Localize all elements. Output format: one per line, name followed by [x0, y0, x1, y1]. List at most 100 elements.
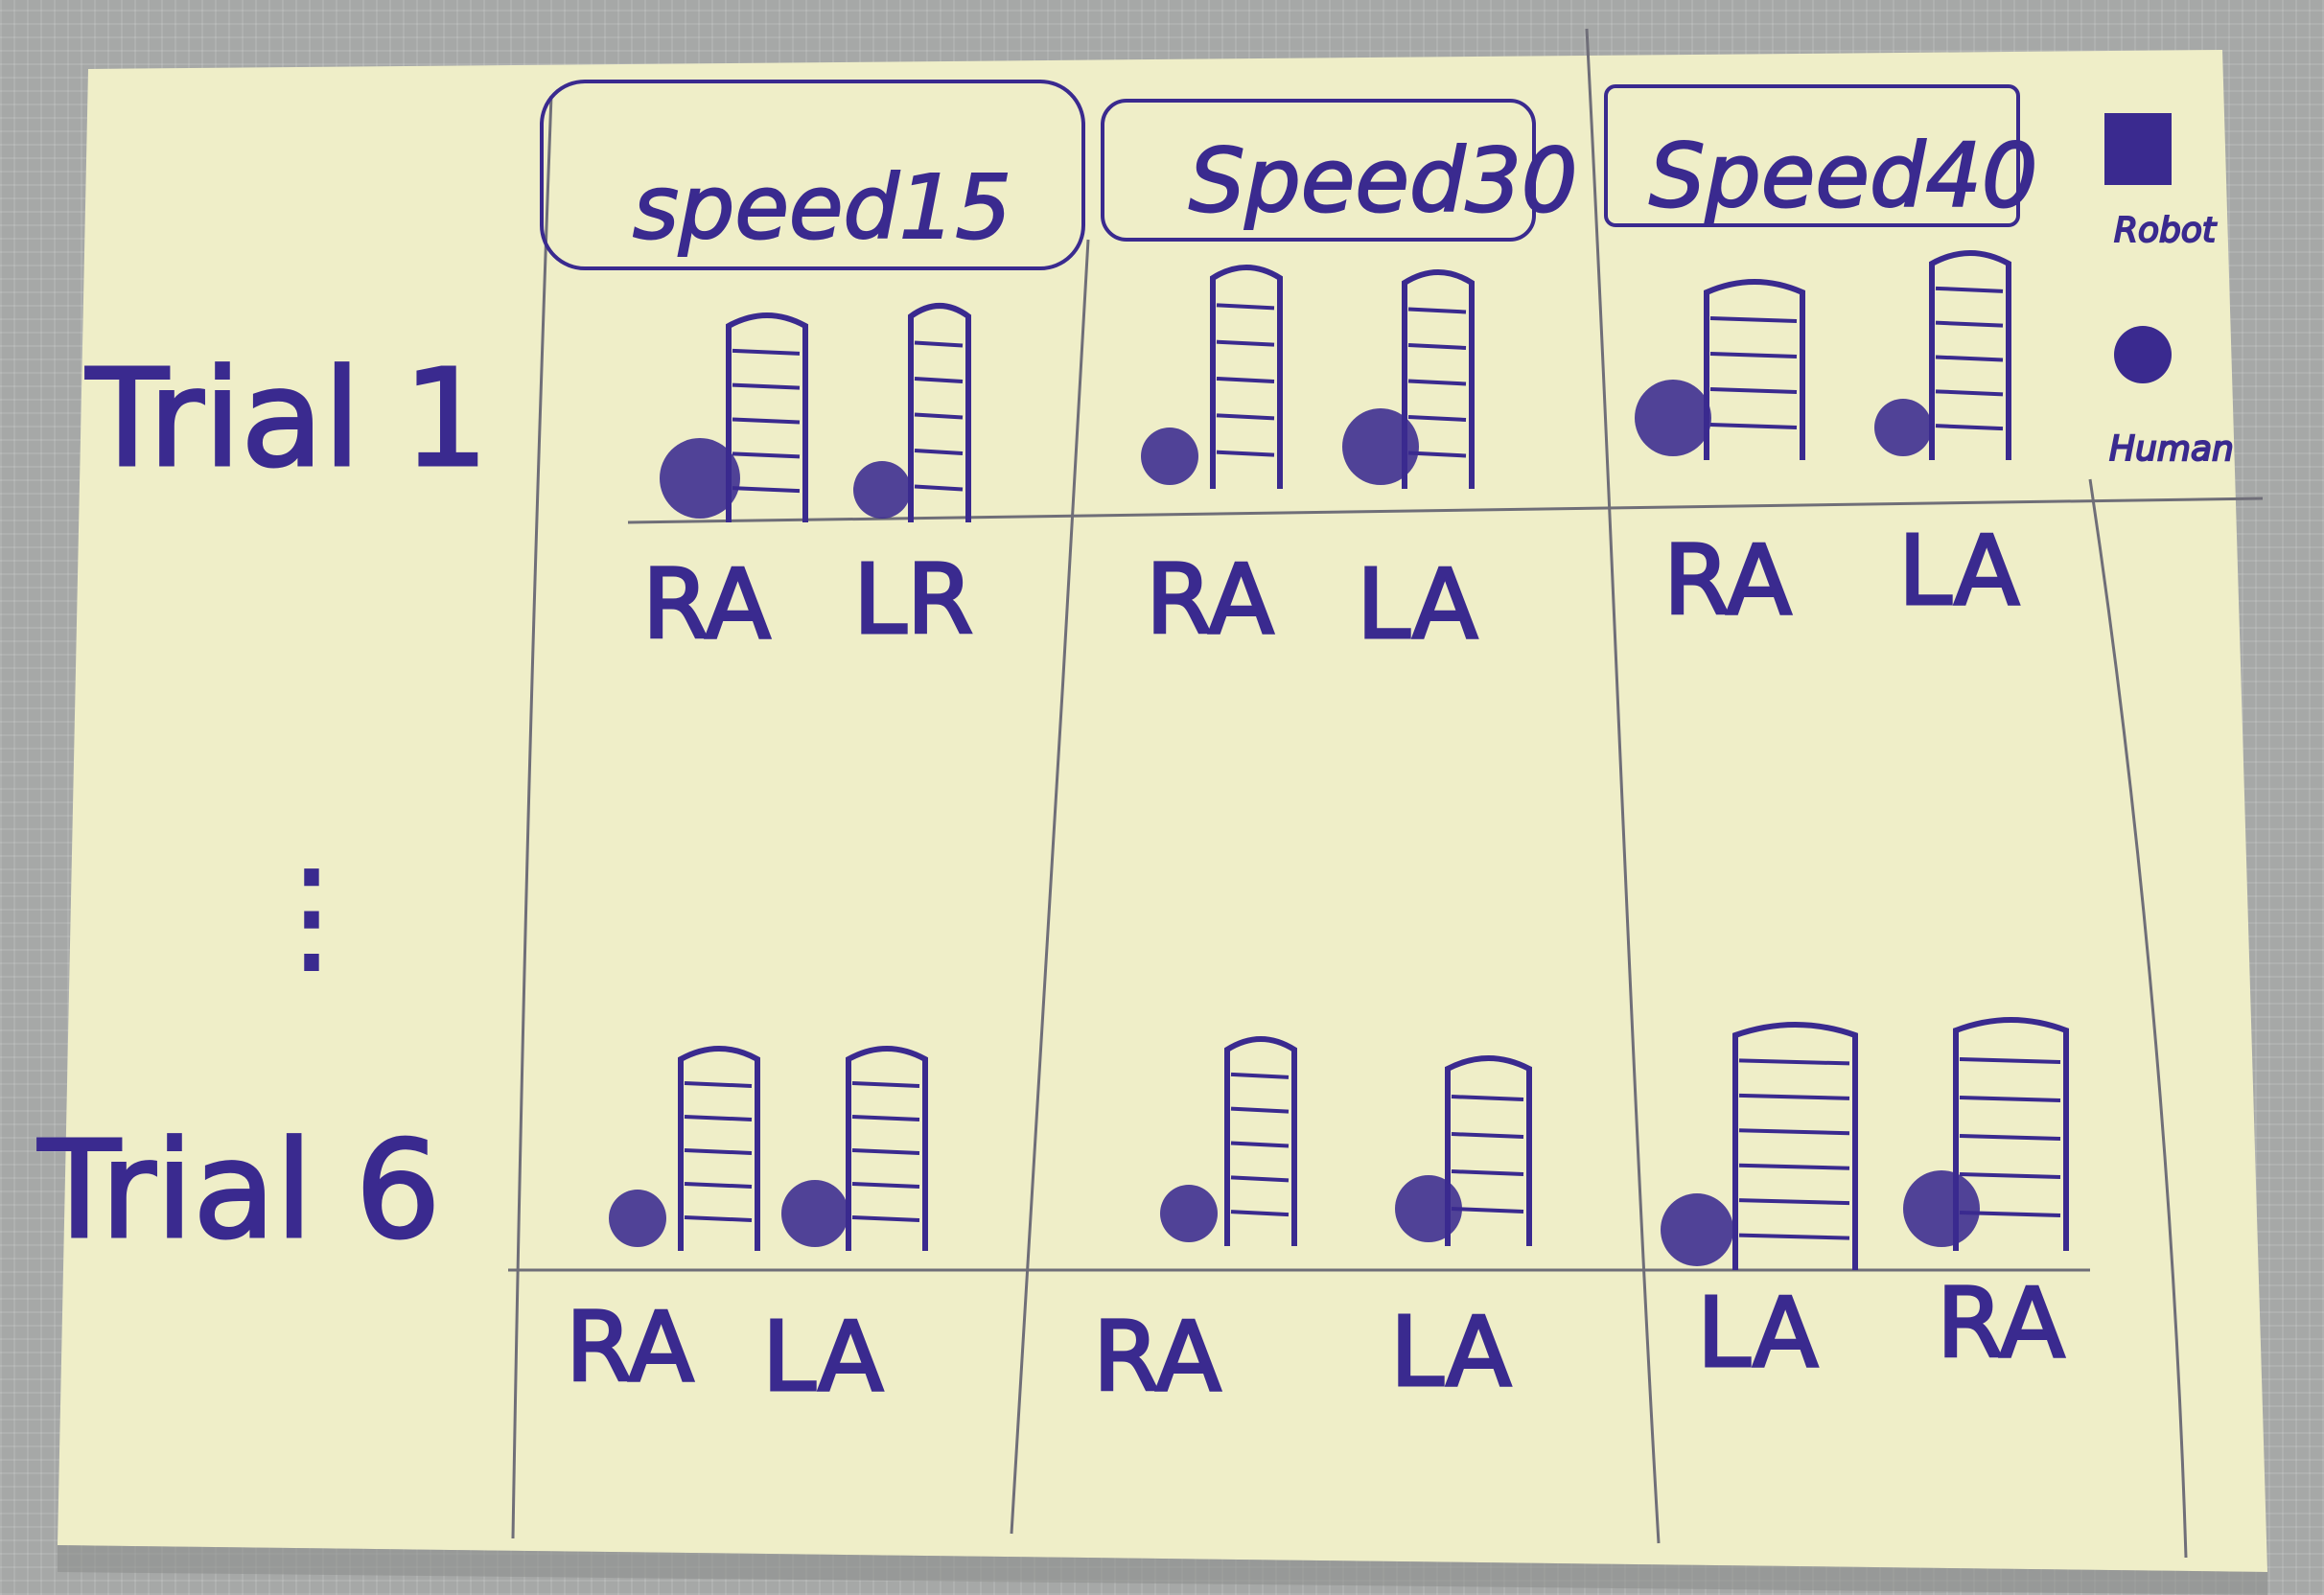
robot-rung: [684, 1215, 753, 1222]
robot-rung: [1230, 1106, 1290, 1114]
trial-1-speed40-second: LA: [1898, 515, 2019, 627]
robot-rung: [1959, 1096, 2061, 1102]
robot-rung: [1407, 307, 1467, 314]
header-box-3: [1604, 84, 2020, 227]
robot-rung: [1738, 1233, 1850, 1240]
robot-rung: [914, 412, 964, 420]
robot-icon: [2104, 113, 2172, 185]
row-line-top: [627, 497, 2264, 524]
human-icon: [1874, 399, 1932, 456]
robot-icon: [846, 1046, 928, 1251]
robot-rung: [914, 340, 964, 348]
trial-1-speed30-second: LA: [1357, 548, 1477, 660]
human-icon: [1342, 408, 1419, 485]
legend-robot-label: Robot: [2114, 211, 2218, 250]
robot-rung: [1216, 377, 1275, 383]
trial-1-speed30-first-sketch: [1141, 265, 1283, 489]
robot-icon: [1402, 269, 1475, 489]
column-header-1: speed15: [633, 156, 1011, 259]
trial-6-speed40-first: LA: [1697, 1277, 1818, 1389]
robot-rung: [1709, 316, 1798, 323]
robot-rung: [1216, 303, 1275, 311]
robot-rung: [732, 382, 801, 390]
human-icon: [781, 1180, 848, 1247]
robot-rung: [851, 1148, 920, 1155]
sketch-marks: [609, 250, 2069, 1270]
trial-6-speed15-second-sketch: [781, 1046, 928, 1251]
robot-rung: [732, 348, 801, 356]
robot-rung: [851, 1115, 920, 1121]
robot-rung: [1709, 387, 1798, 394]
robot-rung: [1230, 1175, 1290, 1183]
row-label-trial-6: Trial 6: [37, 1113, 441, 1269]
col-line-3: [1585, 28, 1661, 1544]
robot-rung: [684, 1182, 753, 1189]
robot-rung: [1451, 1095, 1524, 1101]
human-icon: [660, 438, 740, 519]
human-icon: [1160, 1185, 1218, 1242]
robot-rung: [1451, 1207, 1524, 1214]
col-line-2: [1010, 239, 1090, 1535]
trial-1-speed30-first: RA: [1146, 543, 1274, 656]
ellipsis: ⋮: [249, 843, 374, 988]
col-line-1: [511, 95, 553, 1539]
robot-rung: [1451, 1169, 1524, 1176]
trial-1-labels: RA LR RA LA RA LA: [641, 514, 2021, 662]
robot-rung: [1216, 339, 1275, 347]
column-header-3: Speed40: [1649, 125, 2037, 227]
human-icon: [609, 1190, 666, 1247]
robot-icon: [1929, 250, 2011, 460]
robot-rung: [1407, 379, 1467, 386]
human-icon: [1903, 1170, 1980, 1247]
robot-rung: [1738, 1058, 1850, 1066]
trial-6-speed30-second: LA: [1390, 1296, 1511, 1408]
robot-rung: [1738, 1093, 1850, 1100]
robot-rung: [684, 1115, 753, 1121]
trial-6-speed15-second: LA: [762, 1301, 883, 1413]
trial-6-labels: RA LA RA LA LA RA: [565, 1266, 2067, 1415]
robot-rung: [1230, 1210, 1290, 1217]
human-icon: [1395, 1175, 1462, 1242]
human-icon: [1141, 428, 1198, 485]
robot-rung: [914, 484, 964, 492]
robot-rung: [1216, 413, 1275, 421]
robot-icon: [678, 1046, 760, 1251]
robot-rung: [1959, 1172, 2061, 1179]
legend: Robot Human: [2104, 113, 2235, 470]
trial-6-speed30-first-sketch: [1160, 1036, 1297, 1246]
trial-1-speed30-second-sketch: [1342, 269, 1475, 489]
robot-rung: [1230, 1141, 1290, 1148]
trial-6-speed40-second-sketch: [1903, 1017, 2069, 1251]
row-label-trial-1: Trial 1: [85, 341, 489, 497]
robot-rung: [1738, 1163, 1850, 1170]
robot-rung: [1935, 355, 2004, 362]
robot-rung: [1709, 423, 1798, 429]
grid-lines: [508, 28, 2264, 1559]
robot-rung: [851, 1182, 920, 1189]
trial-6-speed30-first: RA: [1093, 1301, 1221, 1413]
paper-sheet: [58, 50, 2267, 1572]
column-header-2: Speed30: [1189, 129, 1577, 232]
trial-6-speed15-first-sketch: [609, 1046, 760, 1251]
col-line-4: [2088, 478, 2188, 1559]
robot-icon: [726, 312, 808, 522]
robot-rung: [732, 486, 801, 494]
trial-6-speed30-second-sketch: [1395, 1055, 1532, 1246]
robot-icon: [1732, 1022, 1858, 1270]
robot-icon: [1445, 1055, 1532, 1246]
robot-rung: [914, 449, 964, 455]
trial-1-speed40-first-sketch: [1635, 279, 1805, 460]
header-box-1: [540, 80, 1085, 270]
robot-rung: [1935, 286, 2004, 293]
robot-rung: [1451, 1132, 1524, 1139]
robot-rung: [1407, 343, 1467, 350]
robot-rung: [1959, 1134, 2061, 1141]
robot-icon: [1953, 1017, 2069, 1251]
human-icon: [1661, 1193, 1733, 1266]
trial-6-speed15-first: RA: [566, 1291, 694, 1403]
human-icon: [2114, 326, 2172, 383]
trial-6-speed40-first-sketch: [1661, 1022, 1858, 1270]
human-icon: [1635, 380, 1711, 456]
